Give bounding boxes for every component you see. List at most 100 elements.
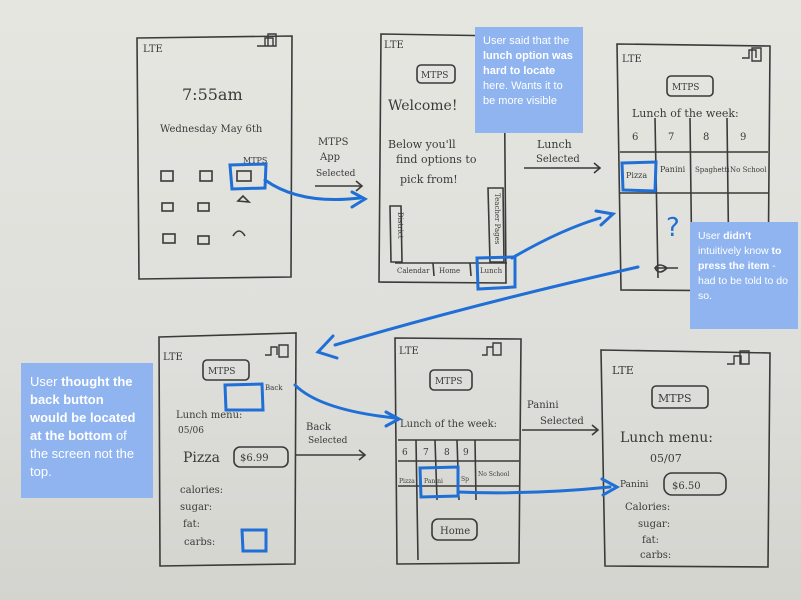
t3-line: Selected	[308, 436, 348, 446]
note-lunch-visibility: User said that the lunch option was hard…	[475, 27, 583, 133]
note-text-bold: didn't	[723, 230, 752, 242]
week1-item-noschool: No School	[730, 166, 767, 174]
week2-lte: LTE	[399, 346, 419, 357]
panini-date: 05/07	[650, 452, 682, 465]
phone-frame-lock	[136, 35, 293, 280]
week2-item-sp: Sp	[461, 476, 469, 483]
welcome-side-right-label: Teacher Pages	[493, 193, 501, 245]
marker-arrow-5b	[600, 477, 621, 497]
pizza-price-box	[233, 446, 289, 468]
week2-title: Lunch of the week:	[400, 419, 497, 430]
t1-line: Selected	[316, 169, 356, 179]
week2-item-pizza: Pizza	[399, 478, 415, 485]
week1-item-pizza: Pizza	[626, 171, 647, 180]
pizza-date: 05/06	[178, 426, 204, 436]
t4-line: Selected	[540, 416, 584, 427]
week2-app: MTPS	[435, 377, 462, 387]
pizza-carbs: carbs:	[184, 537, 215, 548]
t2-line: Selected	[536, 154, 580, 165]
note-text: here. Wants it to be more visible	[483, 80, 563, 107]
phone-frame-welcome	[378, 33, 507, 284]
welcome-side-left-label: District	[396, 212, 404, 239]
welcome-line1: Below you'll	[388, 138, 456, 151]
note-text: User	[30, 374, 62, 389]
week2-day: 9	[463, 448, 469, 458]
note-press-item: User didn't intuitively know to press th…	[690, 222, 798, 329]
highlight-panini-item	[418, 465, 460, 499]
pizza-sugar: sugar:	[180, 502, 212, 513]
week1-item-spaghetti: Spaghetti	[695, 166, 730, 174]
week1-app: MTPS	[672, 83, 699, 93]
lock-app-grid	[160, 170, 252, 245]
panini-fat: fat:	[642, 535, 659, 546]
panini-app: MTPS	[658, 392, 692, 405]
note-text-bold: to press the item	[698, 245, 782, 272]
marker-arrow-1b	[350, 190, 369, 209]
pizza-menu: Lunch menu:	[176, 410, 242, 421]
week2-home: Home	[440, 526, 470, 537]
t3-line: Back	[306, 422, 332, 433]
welcome-greeting: Welcome!	[388, 98, 457, 114]
panini-price-box	[663, 472, 727, 496]
t1-line: MTPS	[318, 137, 349, 148]
welcome-tab-calendar: Calendar	[397, 267, 430, 275]
highlight-lunch-tab	[475, 255, 517, 291]
week1-day: 9	[740, 132, 746, 143]
pizza-lte: LTE	[163, 352, 183, 363]
pizza-item: Pizza	[183, 450, 220, 466]
week1-item-panini: Panini	[660, 165, 686, 174]
welcome-tab-home: Home	[439, 267, 460, 275]
week2-home-box	[431, 518, 478, 541]
phone-frame-panini	[600, 349, 771, 568]
week1-title: Lunch of the week:	[632, 107, 739, 120]
marker-arrow-2a	[510, 216, 602, 260]
lock-app-label: MTPS	[243, 156, 267, 165]
marker-arrow-4a	[293, 383, 397, 420]
t1-line: App	[319, 152, 340, 163]
note-text-bold: lunch option was hard to locate	[483, 50, 573, 77]
note-text-bold: thought the back button would be located…	[30, 374, 136, 443]
note-text: of the screen not the top.	[30, 428, 135, 479]
phone-frame-week2	[394, 337, 522, 565]
highlight-bottom-area	[240, 528, 268, 553]
welcome-tab-dividers	[395, 262, 507, 277]
welcome-side-right	[487, 187, 505, 263]
week1-lte: LTE	[622, 54, 642, 65]
week2-table-lines	[398, 439, 519, 561]
arrow-t3	[295, 449, 367, 461]
pizza-calories: calories:	[180, 485, 223, 496]
week2-item-panini: Panini	[424, 478, 443, 485]
pizza-fat: fat:	[183, 519, 200, 530]
highlight-mtps-app	[228, 162, 268, 191]
week2-item-noschool: No School	[478, 471, 509, 478]
note-text: intuitively know	[698, 245, 772, 257]
week2-day: 8	[444, 448, 450, 458]
note-text: User said that the	[483, 35, 570, 47]
pizza-app: MTPS	[208, 367, 235, 377]
week2-day: 6	[402, 448, 408, 458]
marker-arrow-5a	[456, 485, 612, 495]
week2-day: 7	[423, 448, 429, 458]
phone-frame-pizza	[158, 332, 297, 567]
welcome-tab-lunch: Lunch	[480, 267, 503, 275]
week1-back-arrow	[654, 264, 678, 273]
t2-line: Lunch	[537, 138, 572, 151]
highlight-back-button	[223, 382, 265, 412]
week1-day: 6	[632, 132, 638, 143]
panini-sugar: sugar:	[638, 519, 670, 530]
panini-menu: Lunch menu:	[620, 430, 713, 446]
welcome-line3: pick from!	[400, 173, 458, 186]
marker-arrow-4b	[384, 410, 403, 428]
welcome-lte: LTE	[384, 40, 404, 51]
lock-date: Wednesday May 6th	[160, 124, 263, 135]
welcome-side-left	[389, 205, 403, 263]
arrow-t1	[315, 180, 364, 192]
note-text: User	[698, 230, 724, 242]
lock-time: 7:55am	[182, 85, 243, 104]
panini-lte: LTE	[612, 364, 634, 377]
week1-day: 8	[703, 132, 709, 143]
question-mark: ?	[666, 213, 680, 243]
highlight-pizza-item	[620, 160, 658, 193]
welcome-app-box	[416, 64, 456, 84]
